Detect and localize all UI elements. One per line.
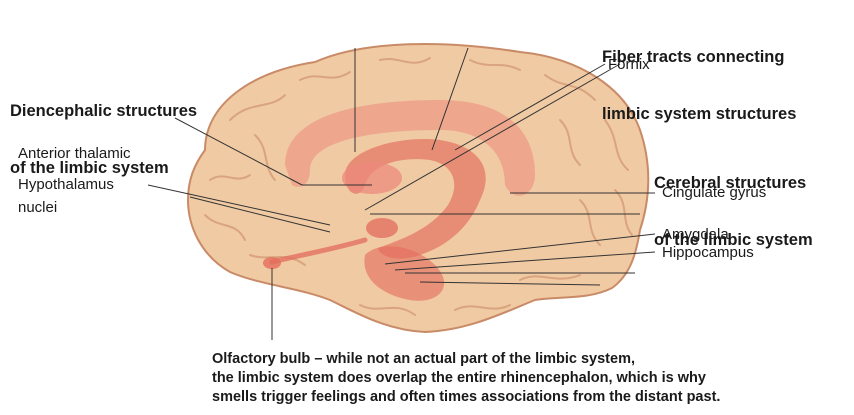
label-amygdala: Amygdala (662, 226, 729, 244)
caption-line-2: the limbic system does overlap the entir… (212, 369, 720, 388)
heading-fiber-tracts-line-2: limbic system structures (602, 105, 796, 124)
label-fornix: Fornix (608, 56, 650, 74)
hypothalamus-shape (366, 218, 398, 238)
olfactory-bulb (263, 257, 281, 269)
label-anterior-thalamic-line-1: Anterior thalamic (18, 145, 131, 163)
caption-line-3: smells trigger feelings and often times … (212, 388, 720, 407)
heading-fiber-tracts: Fiber tracts connecting limbic system st… (602, 10, 796, 143)
olfactory-caption: Olfactory bulb – while not an actual par… (212, 350, 720, 407)
label-cingulate-gyrus: Cingulate gyrus (662, 184, 766, 202)
caption-line-1: Olfactory bulb – while not an actual par… (212, 350, 720, 369)
thalamus-shape (342, 162, 402, 194)
label-anterior-thalamic-line-2: nuclei (18, 199, 131, 217)
label-anterior-thalamic: Anterior thalamic nuclei (18, 109, 131, 235)
label-hypothalamus: Hypothalamus (18, 176, 114, 194)
label-hippocampus: Hippocampus (662, 244, 754, 262)
